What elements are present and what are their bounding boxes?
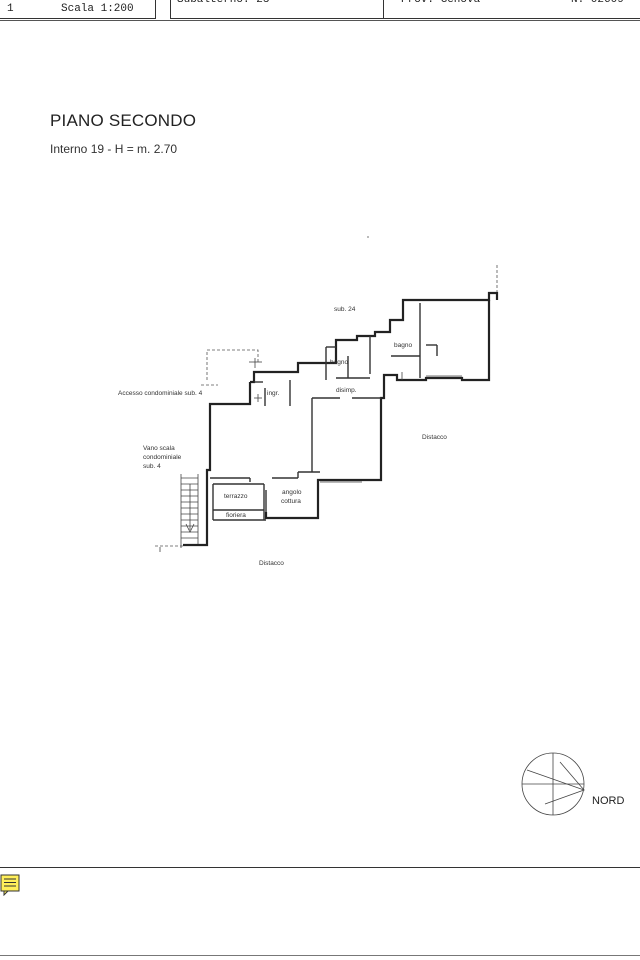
outer-wall-left — [183, 382, 252, 547]
staircase — [180, 474, 199, 548]
label-angolo-2: cottura — [281, 498, 301, 505]
dashed-boundary — [206, 349, 259, 380]
label-accesso: Accesso condominiale sub. 4 — [118, 390, 203, 397]
compass-label: NORD — [592, 795, 625, 807]
label-sub24: sub. 24 — [334, 306, 356, 313]
footer-rule — [0, 867, 640, 868]
outer-wall — [250, 291, 499, 384]
label-distacco-right: Distacco — [422, 434, 447, 441]
header-divider — [383, 0, 384, 19]
label-angolo-1: angolo — [282, 489, 302, 496]
note-icon[interactable] — [0, 874, 20, 896]
compass-icon — [521, 752, 586, 816]
header-sheet-box: 1 Scala 1:200 — [0, 0, 156, 19]
label-vano-3: sub. 4 — [143, 463, 161, 470]
label-terrazzo: terrazzo — [224, 493, 248, 500]
provincia-label: Prov. Genova — [401, 0, 481, 6]
label-bagno-top: bagno — [394, 342, 412, 349]
label-distacco-bottom: Distacco — [259, 560, 284, 567]
label-disimp: disimp. — [336, 387, 357, 394]
outer-wall-right — [264, 300, 491, 520]
label-ingr: ingr. — [267, 390, 279, 397]
sheet-number: 1 — [7, 3, 14, 15]
header-rule — [0, 20, 640, 21]
label-bagno-left: bagno — [330, 359, 348, 366]
subalterno-label: Subalterno: 25 — [177, 0, 270, 6]
bottom-rule — [0, 955, 640, 956]
label-fioriera: fioriera — [226, 512, 246, 519]
label-vano-1: Vano scala — [143, 445, 175, 452]
label-vano-2: condominiale — [143, 454, 182, 461]
scale-label: Scala 1:200 — [61, 3, 134, 15]
numero-label: N. 02609 — [571, 0, 624, 6]
page-subtitle: Interno 19 - H = m. 2.70 — [50, 142, 178, 156]
header-info-box: Subalterno: 25 Prov. Genova N. 02609 — [170, 0, 640, 19]
page-title: PIANO SECONDO — [50, 111, 197, 130]
